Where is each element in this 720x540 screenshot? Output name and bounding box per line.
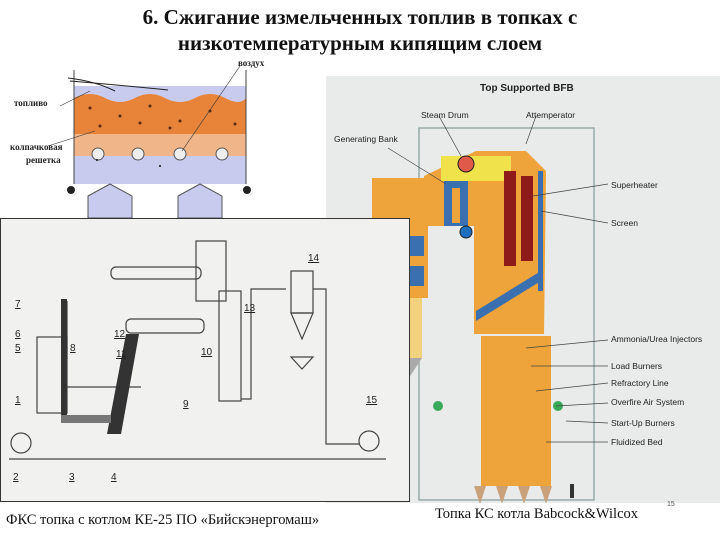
marker-15: 15 — [366, 395, 378, 406]
ke25-drawing — [9, 240, 386, 460]
label-air: воздух — [238, 58, 265, 68]
page-number: 15 — [667, 501, 675, 508]
bed-drawing — [47, 65, 251, 218]
marker-14: 14 — [308, 253, 320, 264]
title-line-2: низкотемпературным кипящим слоем — [177, 31, 543, 55]
ke25-diagram: 1 2 3 4 5 6 7 8 9 10 11 12 13 14 15 — [0, 218, 410, 502]
marker-12: 12 — [114, 329, 126, 340]
marker-11: 11 — [116, 349, 127, 360]
slide-title: 6. Сжигание измельченных топлив в топках… — [0, 4, 720, 56]
bed-diagram: воздух топливо колпачковая решетка — [0, 56, 326, 218]
caption-ke25: ФКС топка с котлом КЕ-25 ПО «Бийскэнерго… — [6, 512, 320, 528]
marker-4: 4 — [111, 472, 117, 483]
marker-10: 10 — [201, 347, 213, 358]
caption-bfb: Топка КС котла Babcock&Wilcox — [435, 506, 639, 522]
label-fluidized-bed: Fluidized Bed — [611, 437, 663, 447]
label-screen: Screen — [611, 218, 638, 228]
marker-2: 2 — [13, 472, 19, 483]
label-ammonia-injectors: Ammonia/Urea Injectors — [611, 334, 703, 344]
label-fuel: топливо — [14, 98, 48, 108]
marker-6: 6 — [15, 329, 21, 340]
marker-9: 9 — [183, 399, 189, 410]
marker-13: 13 — [244, 303, 256, 314]
marker-1: 1 — [15, 395, 21, 406]
marker-8: 8 — [70, 343, 76, 354]
title-line-1: 6. Сжигание измельченных топлив в топках… — [142, 5, 578, 29]
label-overfire-air: Overfire Air System — [611, 397, 685, 407]
label-load-burners: Load Burners — [611, 361, 663, 371]
label-grate-2: решетка — [26, 155, 61, 165]
label-grate-1: колпачковая — [10, 142, 63, 152]
label-startup-burners: Start-Up Burners — [611, 418, 675, 428]
label-refractory-line: Refractory Line — [611, 378, 669, 388]
marker-3: 3 — [69, 472, 75, 483]
label-generating-bank: Generating Bank — [334, 134, 398, 144]
marker-5: 5 — [15, 343, 21, 354]
bfb-title: Top Supported BFB — [480, 83, 574, 94]
label-superheater: Superheater — [611, 180, 658, 190]
label-attemperator: Attemperator — [526, 110, 576, 120]
marker-7: 7 — [15, 299, 21, 310]
label-steam-drum: Steam Drum — [421, 110, 469, 120]
